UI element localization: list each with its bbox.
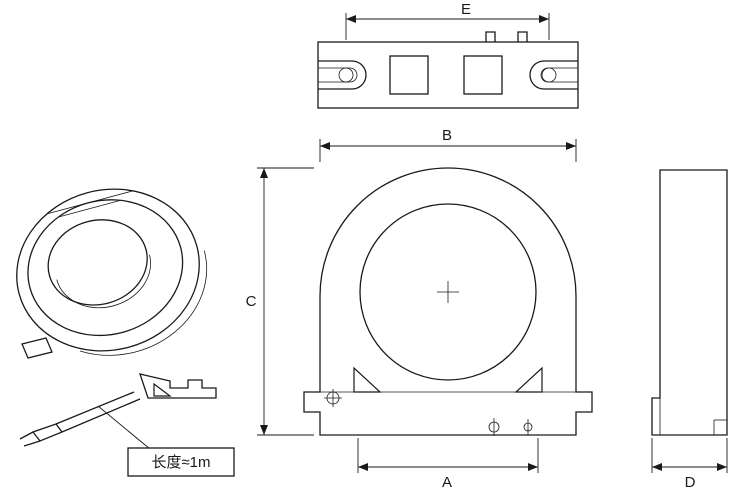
ring-hole: [47, 219, 148, 306]
left-mount-slot: [318, 60, 367, 90]
right-mount-slot: [529, 60, 578, 90]
ring-thickness-edge: [79, 250, 208, 356]
iso-foot-right: [139, 373, 217, 399]
dim-label-b: B: [442, 127, 452, 144]
top-tab: [485, 31, 496, 42]
ring-outer-edge: [16, 188, 200, 352]
dim-label-e: E: [461, 1, 471, 18]
hole-depth-edge: [56, 254, 152, 309]
gusset-triangle: [353, 366, 382, 393]
iso-gusset: [153, 382, 172, 397]
dimension-c: C: [246, 167, 314, 436]
wire-terminal: [31, 423, 64, 442]
side-view: [651, 169, 728, 436]
wire-length-callout: 长度≈1m: [97, 405, 235, 477]
iso-foot-left: [21, 337, 53, 359]
square-opening: [463, 55, 503, 95]
isometric-view: 长度≈1m: [16, 188, 235, 477]
dimension-d: D: [651, 438, 728, 491]
dimension-a: A: [357, 438, 539, 491]
square-opening: [389, 55, 429, 95]
mounting-hole: [324, 389, 342, 407]
dim-label-c: C: [246, 293, 257, 310]
front-view: [303, 167, 593, 436]
base-holes: [488, 418, 533, 436]
dimension-b: B: [319, 127, 577, 162]
wire-length-label: 长度≈1m: [151, 454, 210, 471]
center-cross: [437, 281, 459, 303]
center-hole: [359, 203, 537, 381]
callout-box: [127, 447, 235, 477]
dim-label-a: A: [442, 474, 452, 491]
dimension-e: E: [345, 1, 550, 40]
gusset-triangle: [514, 366, 543, 393]
leader-line: [97, 405, 151, 450]
top-tab: [517, 31, 528, 42]
dim-label-d: D: [685, 474, 696, 491]
lead-wires: [19, 391, 141, 447]
ring-face-edge: [27, 199, 184, 337]
top-view: [317, 31, 579, 109]
